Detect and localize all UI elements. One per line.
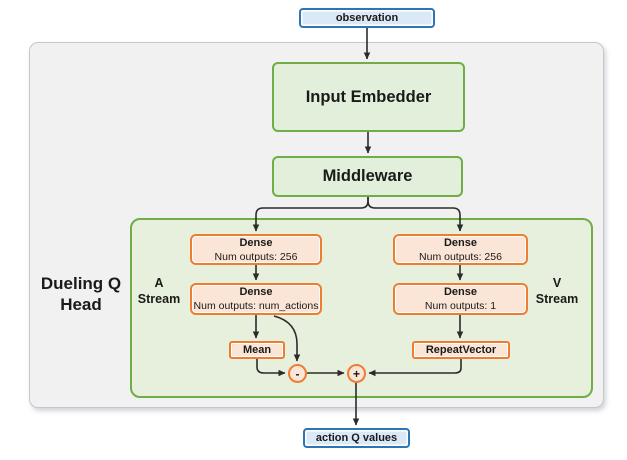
middleware-node: Middleware bbox=[272, 156, 463, 197]
mean-node: Mean bbox=[229, 341, 285, 359]
a-stream-dense-1-node: Dense Num outputs: 256 bbox=[190, 234, 322, 265]
v-stream-label: V Stream bbox=[532, 275, 582, 307]
v-stream-label-line2: Stream bbox=[535, 292, 579, 306]
minus-operator-icon: - bbox=[288, 364, 307, 383]
dueling-q-head-label-line1: Dueling Q bbox=[40, 274, 122, 293]
middleware-label: Middleware bbox=[322, 167, 413, 185]
a-stream-label: A Stream bbox=[134, 275, 184, 307]
a-stream-dense-2-title: Dense bbox=[239, 286, 273, 298]
input-embedder-label: Input Embedder bbox=[305, 87, 432, 106]
plus-operator-icon: + bbox=[347, 364, 366, 383]
dueling-q-head-label: Dueling Q Head bbox=[25, 273, 137, 315]
v-stream-dense-2-node: Dense Num outputs: 1 bbox=[393, 283, 528, 315]
a-stream-dense-1-title: Dense bbox=[239, 236, 273, 249]
a-stream-dense-2-node: Dense Num outputs: num_actions bbox=[190, 283, 322, 315]
a-stream-dense-2-detail: Num outputs: num_actions bbox=[193, 300, 319, 312]
plus-operator-glyph: + bbox=[352, 366, 360, 381]
repeat-vector-label: RepeatVector bbox=[425, 344, 497, 356]
v-stream-label-line1: V bbox=[552, 276, 562, 290]
input-embedder-node: Input Embedder bbox=[272, 62, 465, 132]
v-stream-dense-2-title: Dense bbox=[443, 286, 478, 298]
v-stream-dense-1-title: Dense bbox=[443, 236, 478, 249]
a-stream-label-line2: Stream bbox=[137, 292, 181, 306]
action-q-values-label: action Q values bbox=[315, 432, 398, 444]
a-stream-dense-1-detail: Num outputs: 256 bbox=[214, 250, 298, 263]
minus-operator-glyph: - bbox=[295, 366, 300, 381]
v-stream-dense-1-detail: Num outputs: 256 bbox=[419, 250, 502, 263]
dueling-q-head-label-line2: Head bbox=[60, 295, 102, 314]
v-stream-dense-1-node: Dense Num outputs: 256 bbox=[393, 234, 528, 265]
a-stream-label-line1: A bbox=[154, 276, 164, 290]
repeat-vector-node: RepeatVector bbox=[412, 341, 510, 359]
mean-label: Mean bbox=[242, 344, 272, 356]
observation-label: observation bbox=[335, 12, 399, 24]
v-stream-dense-2-detail: Num outputs: 1 bbox=[424, 300, 497, 312]
action-q-values-node: action Q values bbox=[303, 428, 410, 448]
observation-node: observation bbox=[299, 8, 435, 28]
